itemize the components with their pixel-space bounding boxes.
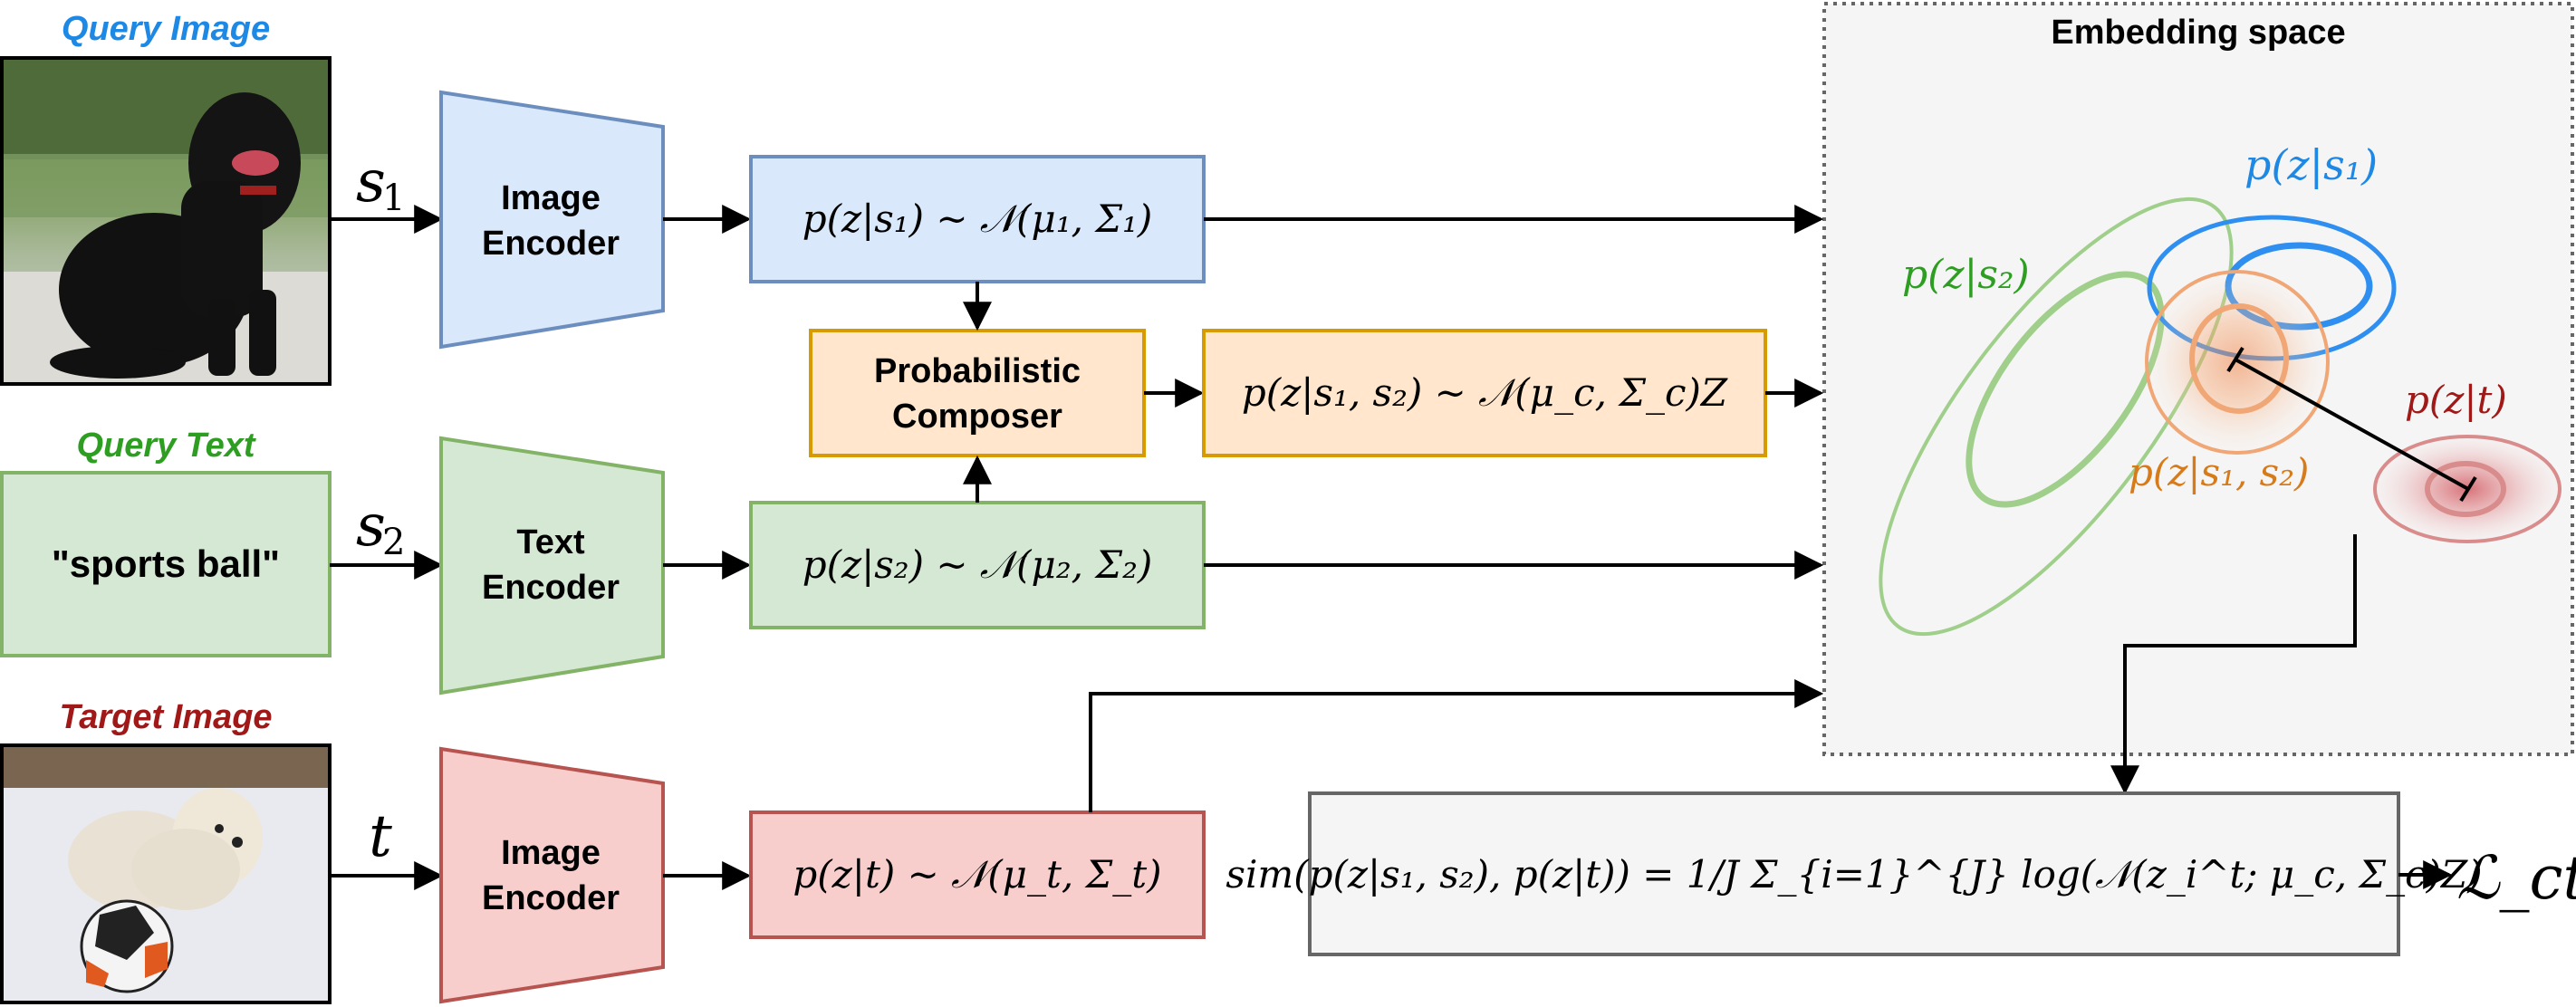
text-encoder [439,436,665,695]
svg-text:s: s [356,493,386,560]
embedding-space-title: Embedding space [2051,14,2345,52]
dist-s2-formula: p(z|s₂) ~ 𝒩(μ₂, Σ₂) [803,542,1153,587]
dist-t-box [749,810,1206,939]
mean-distance-line [2226,346,2477,503]
arrow-t-to-embedding [1089,679,1824,812]
ellipse-s2 [1879,197,2234,637]
image-encoder-top-line1: Image [501,179,601,217]
svg-text:2: 2 [382,522,405,563]
var-s2: s 2 [356,493,405,563]
dist-s1-box [749,155,1206,283]
image-encoder-bottom [439,746,665,1004]
dist-s1s2-box [1202,329,1767,457]
similarity-formula: sim(p(z|s₁, s₂), p(z|t)) = 1/J Σ_{i=1}^{… [1226,852,2482,897]
var-t: t [369,803,392,870]
image-encoder-top [439,90,665,350]
query-image-label: Query Image [62,10,270,48]
label-p-s1: p(z|s₁) [2244,140,2378,189]
dist-s1s2-formula: p(z|s₁, s₂) ~ 𝒩(μ_c, Σ_c)Z [1242,370,1728,415]
probabilistic-composer-box [809,329,1146,457]
query-text-box [0,471,332,657]
dist-s1-formula: p(z|s₁) ~ 𝒩(μ₁, Σ₁) [803,197,1153,241]
label-p-s2: p(z|s₂) [1902,252,2030,298]
label-p-s1s2: p(z|s₁, s₂) [2129,450,2309,494]
query-text-label: Query Text [76,427,255,465]
image-encoder-top-line2: Encoder [482,225,620,263]
composer-line1: Probabilistic [874,352,1081,390]
query-text-value: "sports ball" [52,542,280,585]
text-encoder-line1: Text [516,523,585,561]
arrow-to-similarity [2110,534,2357,795]
text-encoder-line2: Encoder [482,569,620,607]
image-encoder-bottom-line1: Image [501,834,601,872]
var-s1: s 1 [356,149,405,219]
svg-text:1: 1 [382,177,405,219]
loss-label: ℒ_ct [2456,843,2576,913]
label-p-t: p(z|t) [2405,378,2507,422]
target-image-label: Target Image [59,698,272,736]
target-photo [0,743,332,1004]
dist-t-formula: p(z|t) ~ 𝒩(μ_t, Σ_t) [793,852,1161,897]
composer-line2: Composer [892,398,1062,436]
svg-text:s: s [356,149,386,216]
query-photo [0,56,332,386]
image-encoder-bottom-line2: Encoder [482,879,620,917]
